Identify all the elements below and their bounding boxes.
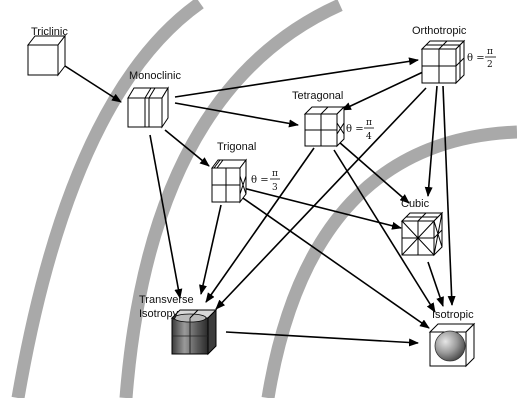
arrow-trigonal-transverse — [199, 204, 222, 295]
arrow-monoclinic-trigonal — [164, 129, 210, 167]
two-planes-band — [119, 0, 343, 398]
arrow-transverse-isotropic — [225, 331, 419, 347]
arrow-trigonal-isotropic — [239, 195, 430, 329]
arrow-tetragonal-isotropic — [333, 149, 436, 313]
transverse-isotropy-cube-icon — [170, 308, 218, 356]
arrow-orthotropic-cubic — [424, 85, 438, 197]
trigonal-angle: θ = π 3 — [251, 169, 280, 193]
tetragonal-cube-icon — [303, 105, 346, 148]
cubic-label: Cubic — [401, 198, 430, 210]
svg-text:4: 4 — [366, 132, 372, 142]
svg-text:2: 2 — [487, 60, 493, 70]
arrow-tetragonal-cubic — [338, 141, 410, 204]
orthotropic-cube-icon — [420, 39, 466, 85]
arrow-orthotropic-transverse — [215, 87, 427, 310]
triclinic-cube-icon — [26, 34, 67, 77]
orthotropic-angle: θ = π 2 — [467, 47, 496, 70]
trigonal-cube-icon — [211, 158, 247, 204]
orthotropic-label: Orthotropic — [412, 25, 467, 37]
arrow-monoclinic-tetragonal — [174, 102, 299, 128]
tetragonal-label: Tetragonal — [292, 90, 343, 102]
svg-text:θ =: θ = — [467, 53, 485, 64]
one-plane-band — [11, 0, 204, 398]
arrow-cubic-isotropic — [427, 261, 444, 307]
isotropic-label: Isotropic — [432, 309, 474, 321]
svg-text:π: π — [366, 118, 372, 128]
svg-text:π: π — [272, 169, 278, 179]
tetragonal-angle: θ = π 4 — [346, 118, 374, 142]
arrow-trigonal-cubic — [242, 187, 402, 230]
arrow-triclinic-monoclinic — [64, 65, 122, 103]
svg-text:θ =: θ = — [346, 124, 364, 135]
svg-text:3: 3 — [272, 183, 278, 193]
transverse-label-line1: Transverse — [139, 294, 194, 306]
one-plane-label: One Plane — [107, 16, 144, 61]
arrow-monoclinic-transverse — [149, 134, 183, 299]
three-planes-band — [261, 125, 517, 398]
transverse-label-line2: Isotropy — [139, 308, 179, 320]
monoclinic-cube-icon — [127, 86, 169, 129]
arrow-monoclinic-orthotropic — [174, 57, 419, 98]
svg-text:θ =: θ = — [251, 175, 269, 186]
cubic-cube-icon — [400, 211, 444, 257]
three-planes-label: Three Planes — [447, 153, 506, 185]
svg-text:π: π — [487, 47, 493, 57]
arrows — [64, 57, 456, 347]
isotropic-sphere-icon — [428, 322, 476, 368]
arrow-tetragonal-transverse — [205, 147, 315, 303]
arrow-orthotropic-isotropic — [442, 85, 456, 306]
triclinic-label: Triclinic — [31, 26, 68, 38]
monoclinic-label: Monoclinic — [129, 70, 181, 82]
trigonal-label: Trigonal — [217, 141, 256, 153]
arrow-orthotropic-tetragonal — [341, 71, 424, 111]
